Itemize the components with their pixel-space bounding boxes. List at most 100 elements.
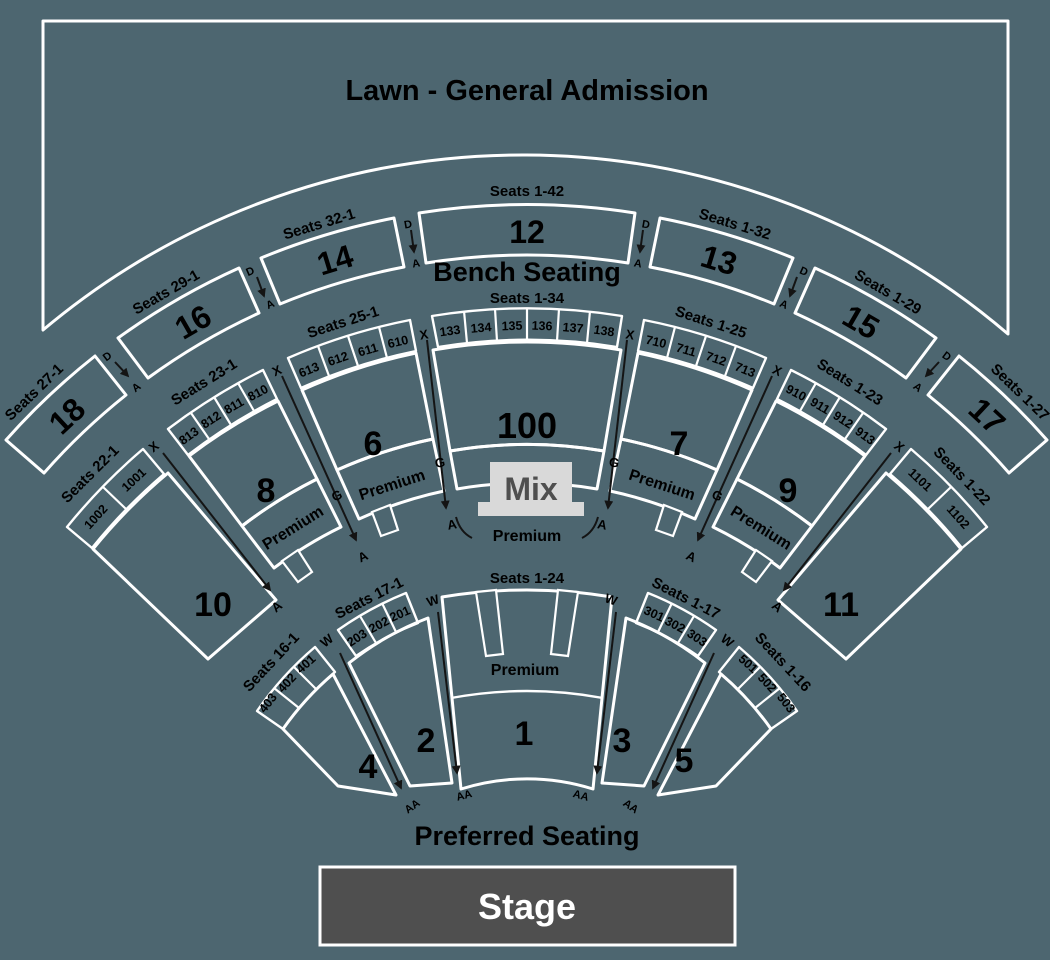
premium-label: Premium (727, 503, 794, 554)
section-12-label: 12 (509, 214, 545, 250)
vomitory-notch (654, 503, 684, 538)
section-13-label: 13 (697, 238, 742, 283)
box-divider (213, 396, 232, 426)
mix-booth-shape[interactable] (478, 462, 584, 516)
section-17-shape[interactable] (926, 354, 1049, 475)
box-divider (346, 335, 360, 367)
section-18-label: 18 (42, 391, 93, 442)
section-7-premium-shape[interactable] (608, 437, 719, 521)
section-11-label: 11 (823, 586, 859, 624)
box-divider (381, 602, 397, 633)
section-5-shape[interactable] (656, 672, 773, 797)
vomitory-notch (280, 548, 314, 584)
row-w-marker: W (603, 590, 620, 608)
section-16-shape[interactable] (116, 266, 261, 380)
box-divider (190, 412, 210, 440)
box-612-label: 612 (326, 349, 350, 369)
aisle-x-marker: X (625, 326, 636, 342)
box-133-label: 133 (439, 323, 462, 340)
row-aa-marker: AA (572, 788, 591, 804)
row-g-marker: G (329, 487, 345, 505)
aisle-stairs (426, 339, 450, 510)
vomitory-notch (370, 503, 400, 538)
box-810-label: 810 (246, 382, 271, 404)
preferred-seating-label: Preferred Seating (414, 821, 639, 851)
section-14-label: 14 (313, 238, 358, 283)
box-712-label: 712 (704, 349, 728, 369)
section-14-shape[interactable] (259, 216, 406, 306)
box-divider (493, 308, 499, 342)
box-divider (293, 666, 317, 690)
section-1-label: 1 (515, 715, 534, 753)
section-3-shape[interactable] (600, 616, 707, 788)
row-a-marker: A (633, 257, 643, 270)
section-1-shape[interactable] (440, 588, 614, 791)
aisle-x-marker: X (891, 438, 907, 455)
row-a-marker: A (268, 597, 285, 615)
section-11-shape[interactable] (776, 471, 963, 661)
section-7-label: 7 (670, 425, 689, 463)
row-a-marker: A (446, 516, 458, 533)
premium-label: Premium (493, 528, 561, 545)
aisle-stairs (162, 452, 272, 592)
box-divider (657, 602, 673, 633)
box-401-label: 401 (294, 652, 319, 676)
section-4-label: 4 (359, 748, 378, 786)
premium-entry-slot (474, 588, 505, 658)
row-aa-marker: AA (455, 788, 474, 804)
premium-label: Premium (491, 662, 559, 679)
box-divider (359, 615, 377, 644)
section-10-shape[interactable] (91, 471, 278, 661)
premium-label: Premium (260, 503, 327, 554)
section-9-premium-shape[interactable] (711, 477, 814, 570)
box-divider (844, 412, 864, 440)
lawn-shape[interactable] (41, 19, 1010, 336)
row-d-marker: D (641, 218, 651, 231)
box-134-label: 134 (470, 320, 492, 336)
box-divider (737, 666, 761, 690)
box-135-label: 135 (501, 319, 522, 334)
section-7-boxes-shape[interactable] (636, 318, 768, 390)
row-d-marker: D (798, 265, 810, 279)
box-divider (822, 396, 841, 426)
row-a-marker: A (778, 298, 790, 312)
box-710-label: 710 (644, 333, 668, 351)
section-100-seats-label: Seats 1-34 (490, 290, 565, 307)
box-713-label: 713 (733, 360, 758, 381)
stage-label: Stage (478, 886, 576, 927)
section-100-premium-shape[interactable] (448, 443, 606, 491)
box-divider (927, 486, 952, 510)
section-18-shape[interactable] (4, 354, 128, 475)
box-138-label: 138 (593, 323, 616, 340)
bench-aisle-stairs (114, 361, 130, 378)
box-divider (237, 382, 255, 412)
section-6-label: 6 (364, 425, 383, 463)
row-g-marker: G (434, 454, 447, 471)
premium-bracket-left (455, 516, 473, 539)
section-8-boxes-shape[interactable] (166, 368, 279, 457)
row-a-marker: A (684, 548, 699, 566)
box-divider (694, 335, 708, 367)
section-15-shape[interactable] (793, 266, 938, 380)
vomitory-notch (740, 548, 774, 584)
row-d-marker: D (101, 350, 115, 364)
aisle-x-marker: X (418, 326, 429, 342)
aisle-x-marker: X (146, 438, 162, 455)
section-5-label: 5 (675, 742, 694, 780)
bench-seating-label: Bench Seating (433, 257, 621, 287)
section-2-shape[interactable] (347, 616, 454, 788)
bench-aisle-stairs (924, 361, 940, 378)
aisle-stairs (281, 375, 358, 542)
section-4-shape[interactable] (281, 672, 398, 797)
row-a-marker: A (596, 516, 608, 533)
walkway-seats-label: Seats 1-24 (490, 570, 565, 587)
row-a-marker: A (130, 381, 144, 395)
row-d-marker: D (244, 265, 256, 279)
section-13-shape[interactable] (648, 216, 795, 306)
aisle-stairs (651, 652, 715, 790)
section-6-boxes-shape[interactable] (286, 318, 418, 390)
lawn-area: Lawn - General Admission (41, 19, 1010, 336)
section-12-shape[interactable] (417, 203, 637, 265)
box-501-label: 501 (736, 652, 761, 676)
